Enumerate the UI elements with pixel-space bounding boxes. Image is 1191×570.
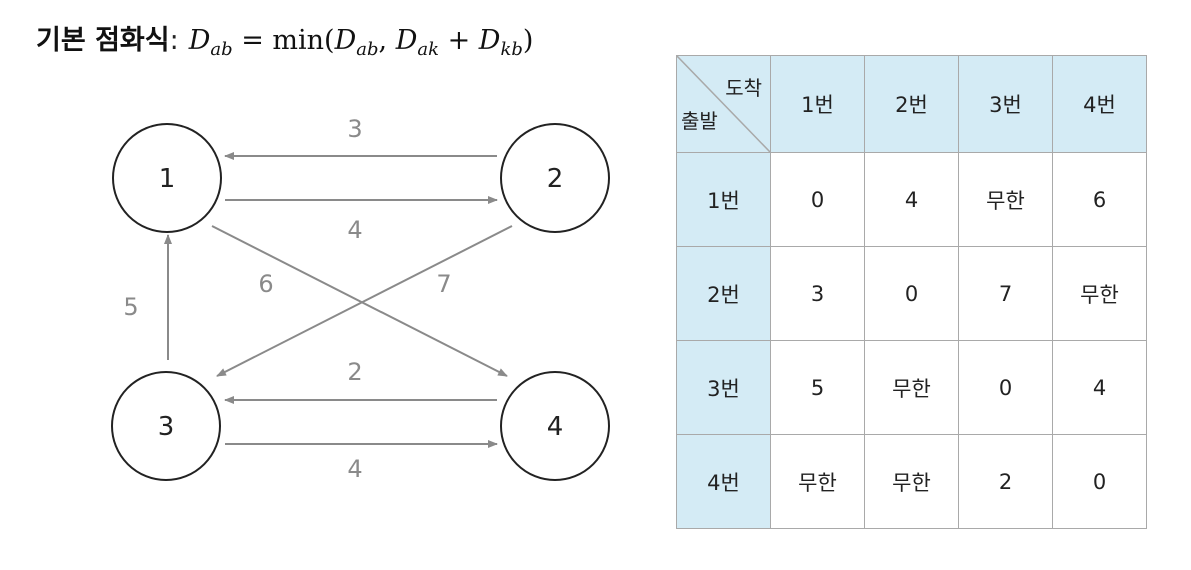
- graph-node-4: 4: [500, 371, 610, 481]
- table-cell: 0: [770, 152, 865, 247]
- formula-arg3: D: [478, 25, 501, 56]
- table-cell: 무한: [864, 434, 959, 529]
- node-label-4: 4: [547, 412, 564, 442]
- table-cell: 4: [864, 152, 959, 247]
- table-row: 3번 5 무한 0 4: [676, 340, 1147, 435]
- row-header: 3번: [676, 340, 771, 435]
- recurrence-formula: 기본 점화식 : Dab = min(Dab, Dak + Dkb): [36, 18, 533, 64]
- edge-1-to-4: [211, 225, 508, 377]
- formula-expression: Dab = min(Dab, Dak + Dkb): [188, 25, 534, 59]
- edge-weight-4-to-3: 2: [347, 358, 362, 386]
- graph-diagram: 3 4 6 7 5 2 4 1 2 3 4: [111, 115, 610, 483]
- corner-label-destination: 도착: [725, 76, 762, 100]
- table-row: 2번 3 0 7 무한: [676, 246, 1147, 341]
- table-cell: 무한: [1052, 246, 1147, 341]
- row-header: 4번: [676, 434, 771, 529]
- table-cell: 2: [958, 434, 1053, 529]
- table-row: 4번 무한 무한 2 0: [676, 434, 1147, 529]
- table-cell: 0: [864, 246, 959, 341]
- column-header: 3번: [958, 55, 1053, 153]
- graph-node-2: 2: [500, 123, 610, 233]
- distance-table: 도착 출발 1번 2번 3번 4번 1번 0 4 무한 6 2번 3 0 7 무…: [676, 55, 1147, 529]
- column-header: 1번: [770, 55, 865, 153]
- table-cell: 0: [958, 340, 1053, 435]
- formula-label: 기본 점화식: [36, 25, 170, 56]
- formula-arg1-sub: ab: [356, 39, 379, 60]
- table-cell: 7: [958, 246, 1053, 341]
- table-row: 1번 0 4 무한 6: [676, 152, 1147, 247]
- corner-label-origin: 출발: [681, 109, 718, 133]
- formula-plus: +: [438, 25, 479, 56]
- formula-arg2: D: [395, 25, 418, 56]
- table-header-row: 도착 출발 1번 2번 3번 4번: [676, 55, 1147, 153]
- row-header: 2번: [676, 246, 771, 341]
- column-header: 2번: [864, 55, 959, 153]
- formula-lhs: D: [188, 25, 211, 56]
- table-corner-cell: 도착 출발: [676, 55, 771, 153]
- formula-eq: = min(: [232, 25, 335, 56]
- formula-lhs-sub: ab: [210, 39, 233, 60]
- formula-colon: :: [169, 25, 179, 56]
- table-cell: 무한: [770, 434, 865, 529]
- row-header: 1번: [676, 152, 771, 247]
- graph-node-1: 1: [112, 123, 222, 233]
- formula-arg3-sub: kb: [500, 39, 523, 60]
- edge-weight-3-to-1: 5: [123, 293, 138, 321]
- table-cell: 6: [1052, 152, 1147, 247]
- formula-arg2-sub: ak: [417, 39, 439, 60]
- edge-weight-1-to-4: 6: [258, 270, 273, 298]
- node-label-2: 2: [547, 164, 564, 194]
- table-cell: 무한: [864, 340, 959, 435]
- node-label-3: 3: [158, 412, 175, 442]
- table-cell: 무한: [958, 152, 1053, 247]
- formula-comma: ,: [378, 25, 396, 56]
- table-cell: 0: [1052, 434, 1147, 529]
- table-cell: 5: [770, 340, 865, 435]
- formula-close: ): [522, 25, 534, 56]
- edge-weight-2-to-1: 3: [347, 115, 362, 143]
- edge-2-to-3: [216, 225, 513, 377]
- table-cell: 3: [770, 246, 865, 341]
- formula-arg1: D: [334, 25, 357, 56]
- column-header: 4번: [1052, 55, 1147, 153]
- table-cell: 4: [1052, 340, 1147, 435]
- edge-weight-3-to-4: 4: [347, 455, 362, 483]
- edge-weight-1-to-2: 4: [347, 216, 362, 244]
- corner-diagonal: [677, 56, 770, 152]
- graph-node-3: 3: [111, 371, 221, 481]
- edge-weight-2-to-3: 7: [436, 270, 451, 298]
- node-label-1: 1: [159, 164, 176, 194]
